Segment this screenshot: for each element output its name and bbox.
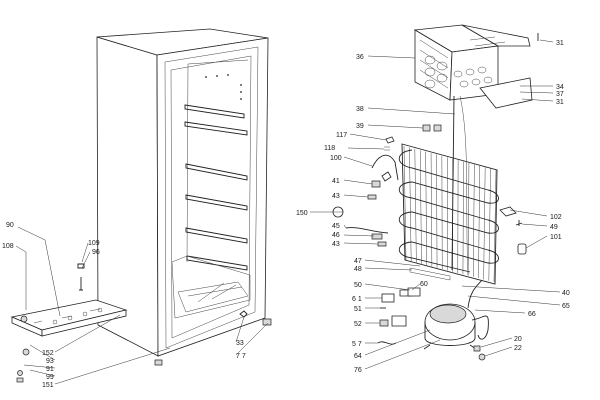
label-109: 109 xyxy=(88,240,100,247)
label-96: 96 xyxy=(92,249,100,256)
label-31-bottom: 31 xyxy=(556,99,564,106)
label-50: 50 xyxy=(354,282,362,289)
label-33: 33 xyxy=(236,340,244,347)
label-101: 101 xyxy=(550,234,562,241)
condenser-wire xyxy=(473,164,475,277)
label-60: 60 xyxy=(420,281,428,288)
condenser-wire xyxy=(493,169,497,283)
condenser-wire xyxy=(414,148,417,263)
condenser-wire xyxy=(462,161,464,275)
label-90: 90 xyxy=(6,222,14,229)
part-labels: 90 108 109 96 152 93 91 99 151 33 7 7 36… xyxy=(2,40,570,389)
label-36: 36 xyxy=(356,54,364,61)
label-51: 51 xyxy=(354,306,362,313)
label-52: 52 xyxy=(354,321,362,328)
label-77: 7 7 xyxy=(236,353,246,360)
label-108: 108 xyxy=(2,243,14,250)
label-45: 45 xyxy=(332,223,340,230)
leader-lines xyxy=(15,39,561,385)
label-91: 91 xyxy=(46,366,54,373)
label-117: 117 xyxy=(336,132,347,139)
label-152: 152 xyxy=(42,350,54,357)
label-31-top: 31 xyxy=(556,40,564,47)
label-48: 48 xyxy=(354,266,362,273)
label-102: 102 xyxy=(550,214,562,221)
condenser-wire xyxy=(425,151,427,266)
condenser-wire xyxy=(467,162,470,276)
label-38: 38 xyxy=(356,106,364,113)
label-22: 22 xyxy=(514,345,522,352)
label-100: 100 xyxy=(330,155,342,162)
small-parts xyxy=(332,124,527,345)
label-47: 47 xyxy=(354,258,362,265)
condenser-wire xyxy=(430,153,433,267)
label-57: 5 7 xyxy=(352,341,362,348)
label-37: 37 xyxy=(556,91,564,98)
label-76: 76 xyxy=(354,367,362,374)
label-41: 41 xyxy=(332,178,340,185)
label-20: 20 xyxy=(514,336,522,343)
label-34: 34 xyxy=(556,84,564,91)
label-49: 49 xyxy=(550,224,558,231)
label-61: 6 1 xyxy=(352,296,362,303)
label-64: 64 xyxy=(354,353,362,360)
condenser-wire xyxy=(483,167,486,280)
condenser-wire xyxy=(419,150,422,264)
label-118: 118 xyxy=(324,145,335,152)
label-151: 151 xyxy=(42,382,54,389)
condenser-wire xyxy=(488,168,491,281)
label-99: 99 xyxy=(46,374,54,381)
compressor-icon xyxy=(381,279,489,361)
label-46: 46 xyxy=(332,232,340,239)
condenser-wire xyxy=(478,165,481,279)
label-65: 65 xyxy=(562,303,570,310)
label-39: 39 xyxy=(356,123,364,130)
freezer-evaporator-icon xyxy=(413,24,539,109)
label-93: 93 xyxy=(46,358,54,365)
condenser-coil-icon xyxy=(398,95,499,285)
condenser-wire xyxy=(436,154,438,268)
condenser-wire xyxy=(409,147,412,262)
label-66: 66 xyxy=(528,311,536,318)
label-150: 150 xyxy=(296,210,308,217)
label-40: 40 xyxy=(562,290,570,297)
label-43-lower: 43 xyxy=(332,241,340,248)
base-bracket-icon xyxy=(10,263,128,383)
refrigerator-cabinet-icon xyxy=(96,28,272,366)
label-43-upper: 43 xyxy=(332,193,340,200)
